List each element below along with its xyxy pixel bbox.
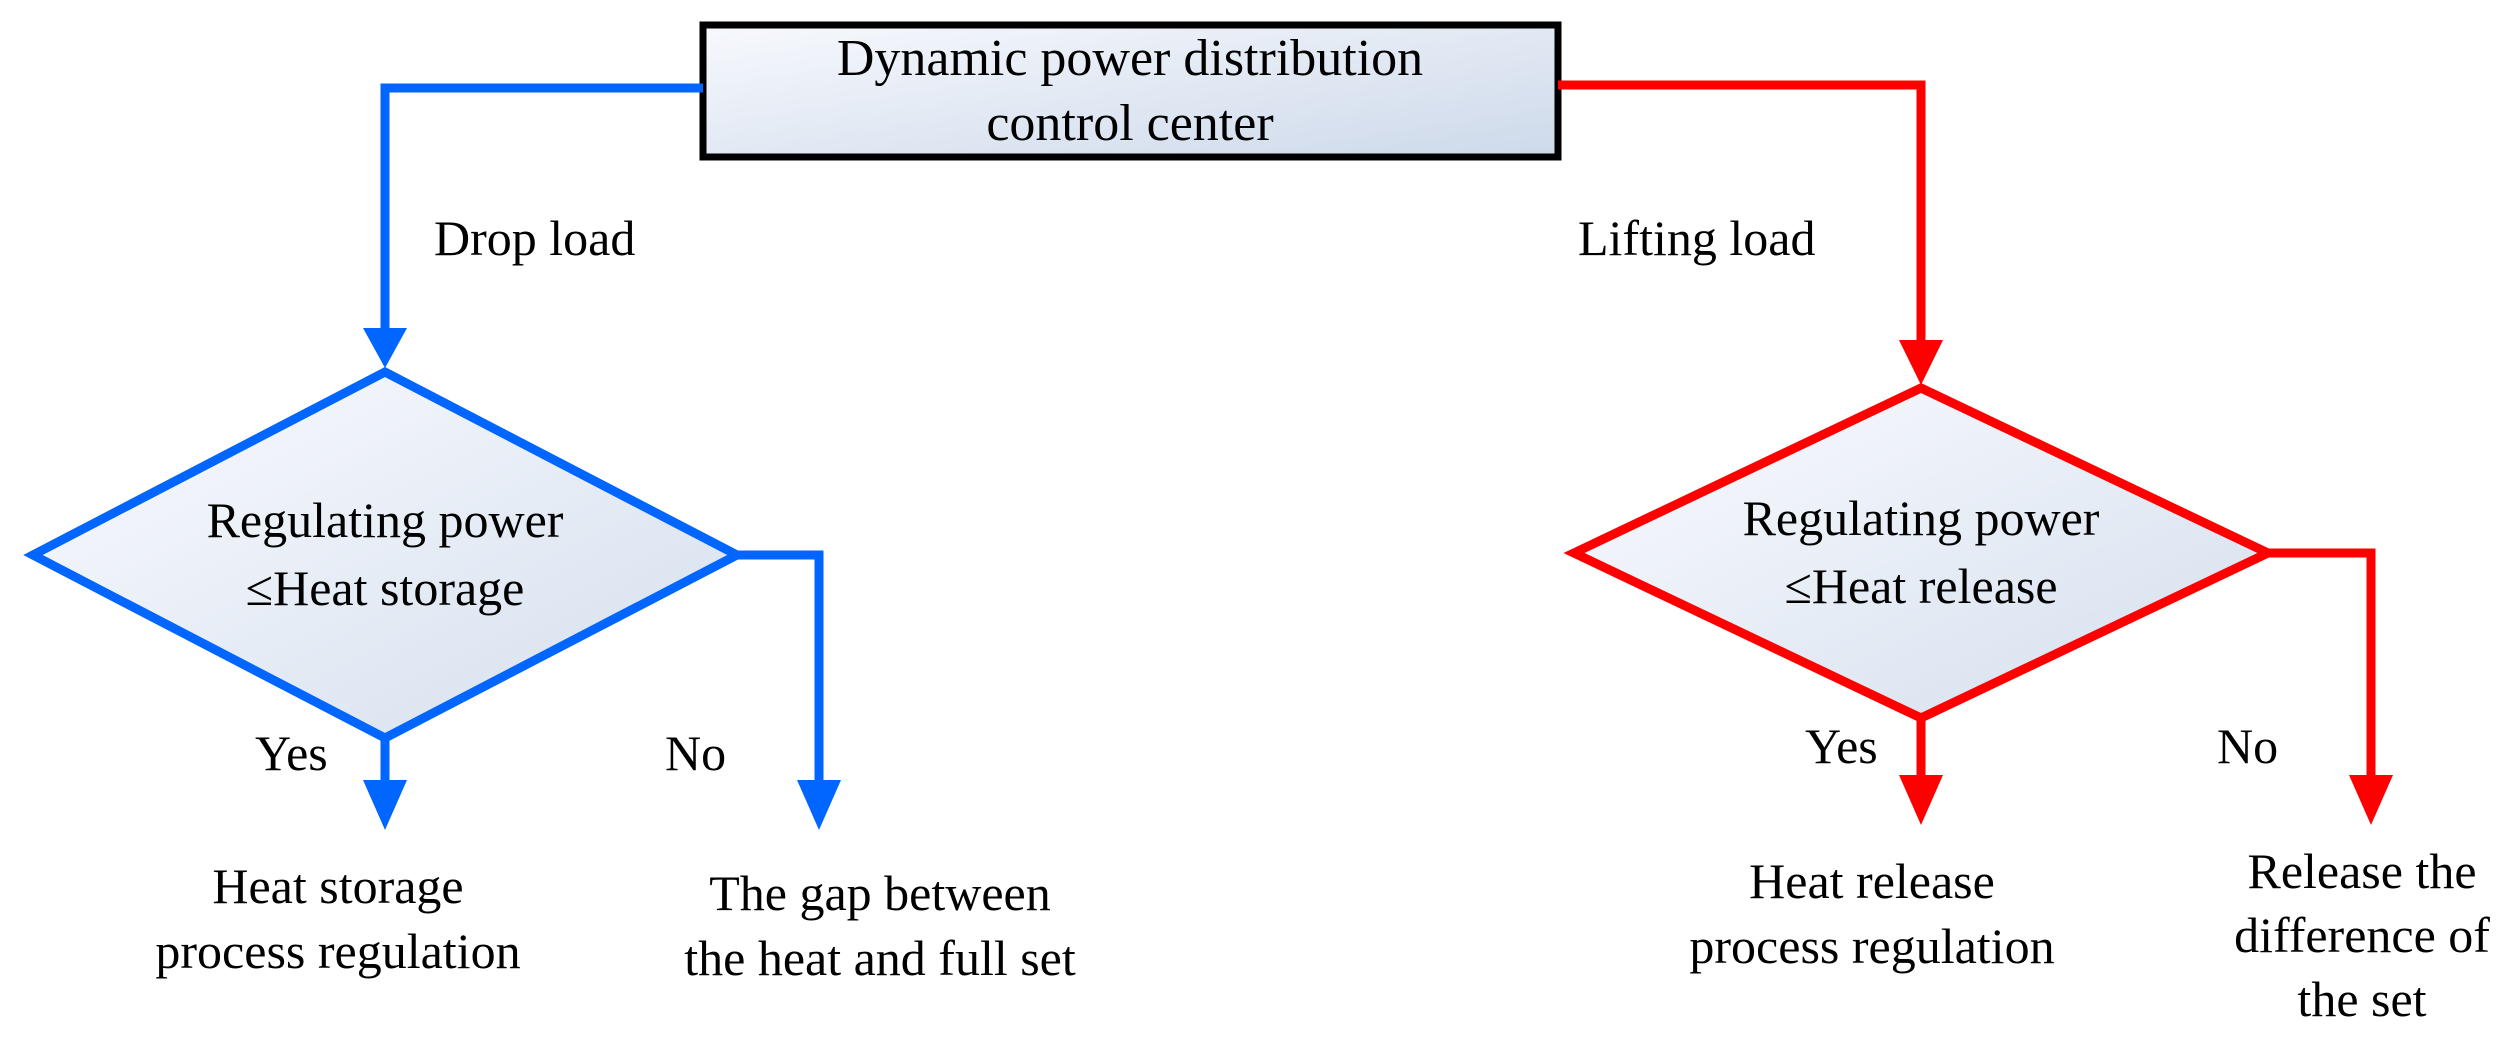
right-no-connector — [2268, 548, 2376, 780]
drop-load-label: Drop load — [434, 210, 635, 266]
heat-release-decision-diamond — [1563, 383, 2279, 723]
release-difference-outcome-line3: the set — [2297, 971, 2426, 1027]
drop-load-connector — [380, 83, 703, 330]
heat-release-outcome-line2: process regulation — [1689, 918, 2054, 974]
lifting-load-arrowhead — [1899, 340, 1943, 385]
heat-storage-decision-line2: ≤Heat storage — [246, 560, 525, 616]
heat-storage-decision-line1: Regulating power — [207, 492, 564, 548]
heat-storage-outcome-line1: Heat storage — [212, 858, 463, 914]
left-no-label: No — [665, 725, 726, 781]
control-center-title-line1: Dynamic power distribution — [837, 30, 1423, 87]
gap-outcome-line1: The gap between — [709, 865, 1051, 921]
left-yes-arrowhead — [363, 780, 407, 830]
left-no-connector — [737, 550, 824, 785]
gap-outcome-line2: the heat and full set — [684, 930, 1076, 986]
heat-release-outcome-line1: Heat release — [1749, 853, 1995, 909]
left-yes-label: Yes — [255, 725, 328, 781]
release-difference-outcome-line2: difference of — [2234, 907, 2490, 963]
control-center-box: Dynamic power distribution control cente… — [699, 21, 1562, 161]
right-no-arrowhead — [2349, 775, 2393, 825]
heat-storage-decision-diamond — [23, 366, 747, 744]
left-branch: Drop load Regulating power ≤Heat storage… — [23, 83, 1076, 986]
heat-storage-outcome-line2: process regulation — [155, 923, 520, 979]
lifting-load-connector — [1558, 80, 1926, 345]
right-no-label: No — [2217, 718, 2278, 774]
right-branch: Lifting load Regulating power ≤Heat rele… — [1558, 80, 2490, 1027]
right-yes-arrowhead — [1899, 775, 1943, 825]
control-center-title-line2: control center — [986, 95, 1273, 152]
heat-release-decision-line2: ≤Heat release — [1784, 558, 2057, 614]
right-yes-label: Yes — [1805, 718, 1878, 774]
heat-release-decision-line1: Regulating power — [1743, 490, 2100, 546]
drop-load-arrowhead — [363, 328, 407, 368]
left-no-arrowhead — [797, 780, 841, 830]
lifting-load-label: Lifting load — [1578, 210, 1815, 266]
release-difference-outcome-line1: Release the — [2247, 843, 2476, 899]
